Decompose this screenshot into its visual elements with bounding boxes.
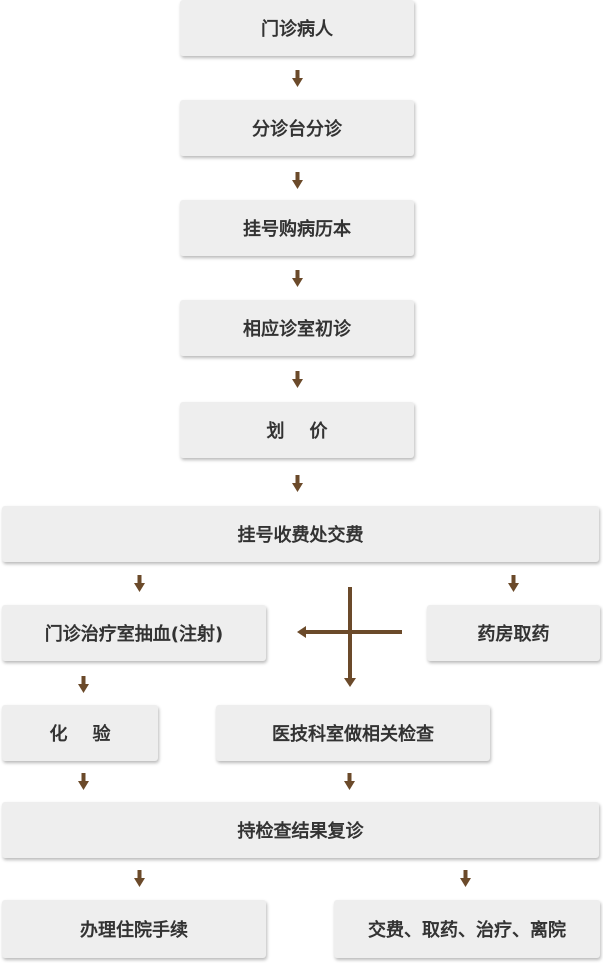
step-registration: 挂号购病历本 bbox=[180, 200, 414, 256]
step-exam: 医技科室做相关检查 bbox=[216, 705, 490, 761]
arrow-down-icon bbox=[292, 70, 303, 87]
arrow-down-icon bbox=[508, 575, 519, 592]
arrow-down-icon bbox=[292, 270, 303, 287]
arrow-down-icon bbox=[134, 870, 145, 887]
step-outpatient: 门诊病人 bbox=[180, 0, 414, 56]
arrow-down-icon bbox=[292, 371, 303, 388]
arrow-down-icon bbox=[134, 575, 145, 592]
arrow-down-icon bbox=[292, 172, 303, 189]
step-discharge: 交费、取药、治疗、离院 bbox=[334, 900, 600, 958]
arrow-down-icon bbox=[292, 475, 303, 492]
cross-arrow-icon bbox=[297, 587, 402, 687]
step-lab-test: 化 验 bbox=[2, 705, 158, 761]
step-admission: 办理住院手续 bbox=[2, 900, 266, 958]
arrow-down-icon bbox=[344, 773, 355, 790]
step-revisit: 持检查结果复诊 bbox=[2, 802, 599, 858]
step-pricing: 划 价 bbox=[180, 402, 414, 458]
step-blood-draw: 门诊治疗室抽血(注射) bbox=[2, 605, 266, 661]
step-payment: 挂号收费处交费 bbox=[2, 506, 599, 562]
arrow-down-icon bbox=[78, 773, 89, 790]
arrow-down-icon bbox=[78, 676, 89, 693]
step-triage: 分诊台分诊 bbox=[180, 100, 414, 156]
step-initial-visit: 相应诊室初诊 bbox=[180, 300, 414, 356]
step-pharmacy: 药房取药 bbox=[427, 605, 600, 661]
arrow-down-icon bbox=[460, 870, 471, 887]
